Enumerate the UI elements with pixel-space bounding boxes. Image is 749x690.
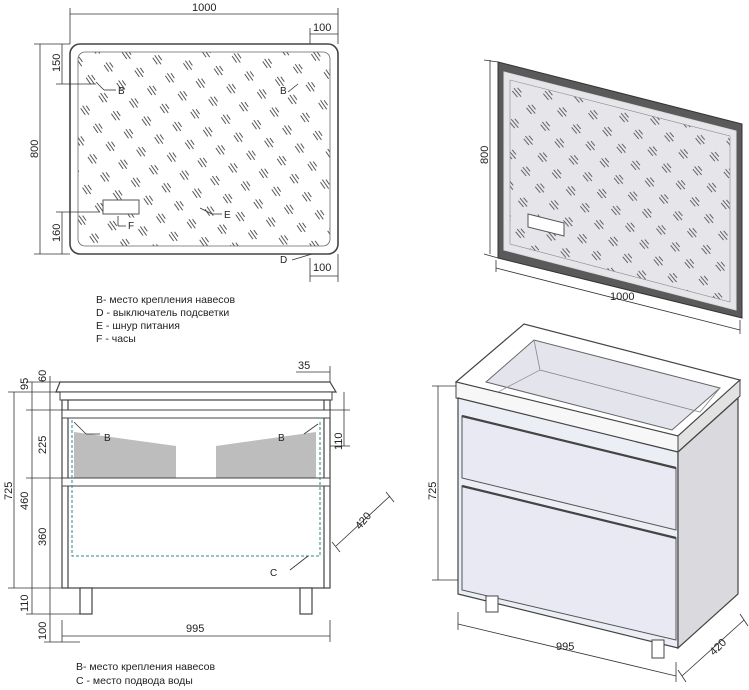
cabinet-legend: B- место крепления навесов C - место под… (76, 661, 216, 687)
mirror-label-b-left: B (118, 86, 125, 97)
dim-cab-95: 95 (19, 378, 31, 390)
dim-iso-cab-width: 995 (556, 641, 574, 653)
mirror-front-view: B B F E D 1000 100 800 150 160 100 (29, 2, 339, 282)
dim-cab-460: 460 (19, 492, 31, 510)
mirror-legend-item: B- место крепления навесов (96, 294, 236, 306)
dim-cab-35: 35 (298, 360, 310, 372)
dim-iso-cab-depth: 420 (708, 637, 729, 658)
mirror-label-e: E (224, 210, 231, 221)
dim-cab-100: 100 (37, 622, 49, 640)
dim-mirror-side-top: 100 (313, 22, 331, 34)
mirror-legend: B- место крепления навесов D - выключате… (96, 294, 236, 345)
dim-cab-225: 225 (37, 436, 49, 454)
cabinet-front-view: B B C 95 60 225 725 460 360 110 100 35 1… (3, 360, 395, 643)
cabinet-iso-view: 725 995 420 (427, 323, 749, 683)
mirror-iso-view: 800 1000 (479, 59, 743, 334)
iso-clock-box (527, 213, 565, 237)
dim-iso-mirror-width: 1000 (610, 291, 634, 303)
mirror-label-d: D (280, 255, 287, 266)
cabinet-legend-item: C - место подвода воды (76, 675, 193, 687)
cab-label-c: C (270, 568, 277, 579)
dim-iso-mirror-height: 800 (479, 146, 491, 164)
dim-mirror-bottom-offset: 160 (51, 224, 63, 242)
dim-iso-cab-height: 725 (427, 482, 439, 500)
mirror-legend-item: F - часы (96, 333, 136, 345)
dim-cab-110-right: 110 (333, 432, 345, 450)
dim-mirror-side-bottom: 100 (313, 262, 331, 274)
mirror-legend-item: E - шнур питания (96, 320, 180, 332)
cabinet-legend-item: B- место крепления навесов (76, 661, 216, 673)
dim-cab-995: 995 (186, 623, 204, 635)
cab-label-b-right: B (278, 433, 285, 444)
mirror-label-b-right: B (280, 86, 287, 97)
dim-cab-360: 360 (37, 528, 49, 546)
clock-box (102, 199, 140, 215)
cab-label-b-left: B (104, 433, 111, 444)
dim-mirror-top-offset: 150 (51, 54, 63, 72)
mirror-label-f: F (128, 221, 134, 232)
dim-cab-60: 60 (37, 370, 49, 382)
dim-cab-725: 725 (3, 482, 15, 500)
dim-cab-110: 110 (19, 594, 31, 612)
dim-mirror-width: 1000 (192, 2, 216, 14)
dim-mirror-height: 800 (29, 140, 41, 158)
mirror-legend-item: D - выключатель подсветки (96, 307, 229, 319)
